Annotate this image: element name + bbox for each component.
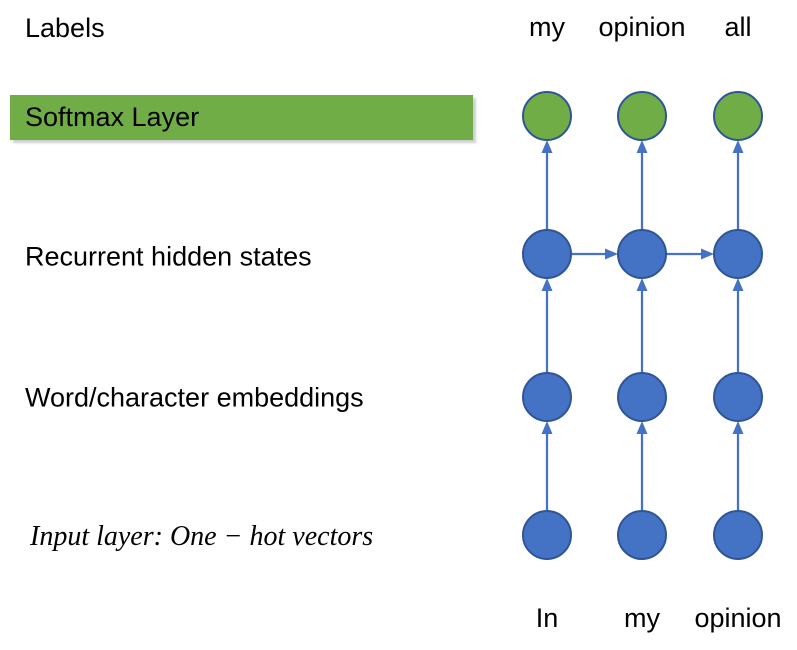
softmax-node — [522, 91, 572, 141]
softmax-node — [617, 91, 667, 141]
top-word-label: all — [724, 12, 752, 42]
word-character-embeddings-caption: Word/character embeddings — [25, 382, 364, 413]
hidden-node — [617, 229, 667, 279]
embeddings-node — [522, 372, 572, 422]
bottom-word-label: opinion — [694, 603, 782, 633]
bottom-word-label: my — [624, 603, 660, 633]
up-arrow-head — [636, 140, 648, 153]
input-node — [522, 510, 572, 560]
bottom-word-label: In — [535, 603, 559, 633]
hidden-node — [713, 229, 763, 279]
softmax-layer-label: Softmax Layer — [25, 102, 200, 132]
embeddings-node — [617, 372, 667, 422]
hidden-node — [522, 229, 572, 279]
up-arrow-head — [541, 421, 553, 434]
right-arrow-head — [701, 248, 714, 260]
up-arrow-head — [732, 278, 744, 291]
top-word-label: my — [529, 12, 565, 42]
recurrent-hidden-states-caption: Recurrent hidden states — [25, 241, 312, 272]
input-layer-caption: Input layer: One − hot vectors — [30, 521, 374, 552]
labels-caption: Labels — [25, 13, 105, 43]
up-arrow-head — [732, 140, 744, 153]
up-arrow-head — [541, 140, 553, 153]
right-arrow-head — [605, 248, 618, 260]
up-arrow-head — [732, 421, 744, 434]
input-node — [713, 510, 763, 560]
up-arrow-head — [636, 278, 648, 291]
top-word-label: opinion — [598, 12, 686, 42]
softmax-node — [713, 91, 763, 141]
embeddings-node — [713, 372, 763, 422]
up-arrow-head — [541, 278, 553, 291]
up-arrow-head — [636, 421, 648, 434]
input-node — [617, 510, 667, 560]
softmax-layer-bar: Softmax Layer — [10, 95, 473, 140]
